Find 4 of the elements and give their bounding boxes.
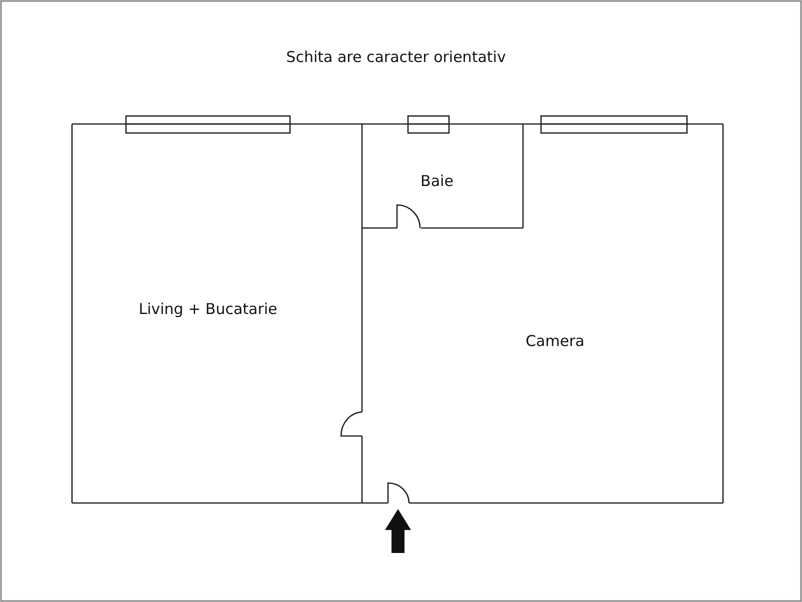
room-label: Camera [526, 332, 584, 350]
room-label: Baie [420, 172, 454, 190]
title: Schita are caracter orientativ [286, 48, 506, 66]
room-label: Living + Bucatarie [138, 300, 278, 318]
